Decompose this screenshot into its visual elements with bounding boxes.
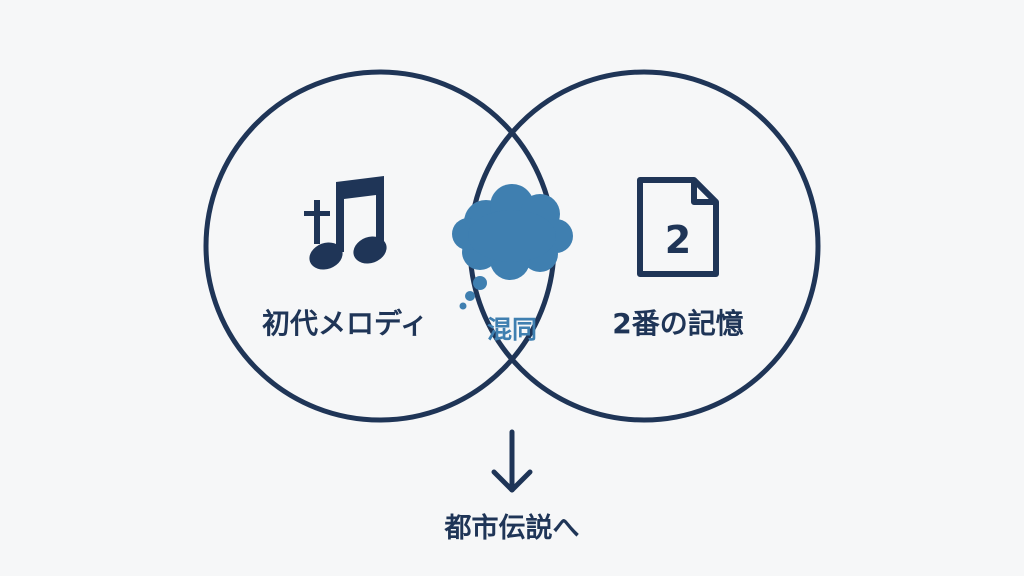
result-label: 都市伝説へ: [444, 513, 580, 544]
overlap-label: 混同: [486, 315, 538, 344]
left-circle-label: 初代メロディ: [261, 307, 429, 340]
document-number-text: 2: [665, 218, 691, 262]
arrow-down-icon: [491, 429, 533, 493]
thought-cloud-icon: [452, 184, 573, 310]
music-note-with-cross-icon: [304, 176, 387, 270]
document-number-icon: 2: [637, 177, 719, 277]
right-circle-label: 2番の記憶: [612, 307, 744, 340]
